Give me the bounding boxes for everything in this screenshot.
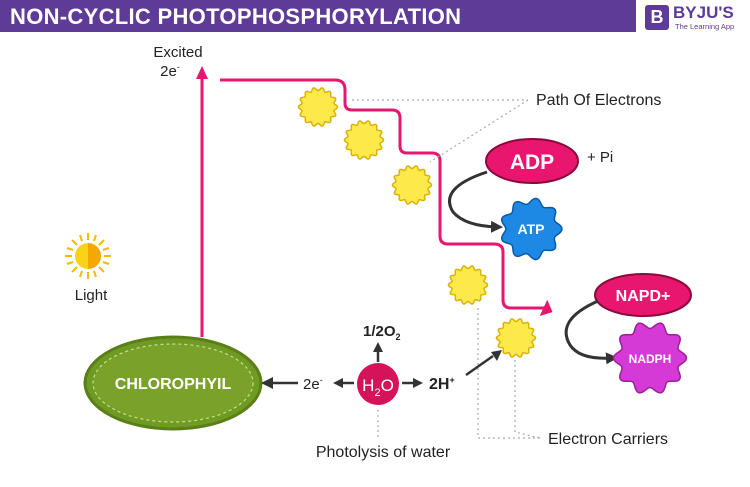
page-title: NON-CYCLIC PHOTOPHOSPHORYLATION (10, 4, 462, 29)
water-sub: 2 (374, 387, 380, 399)
light-label: Light (75, 287, 108, 304)
logo-text: BYJU'S (673, 3, 734, 22)
svg-text:2e-: 2e- (160, 62, 180, 80)
adp-to-atp-arrow (448, 170, 503, 233)
electron-carrier-icon (495, 318, 537, 358)
leader-lines (352, 99, 541, 439)
napd-label: NAPD+ (616, 288, 671, 305)
svg-text:H2O: H2O (362, 376, 394, 399)
nadph-shape (612, 322, 688, 394)
electron-carrier-icon (343, 120, 385, 160)
leader-path-diagonal (429, 99, 529, 163)
electron-carrier-icon (391, 165, 433, 205)
svg-text:2H+: 2H+ (429, 375, 455, 393)
atp-shape (500, 197, 563, 261)
leader-carrier-1 (477, 308, 540, 439)
electron-path (196, 66, 553, 337)
excited-electrons-sup: - (177, 62, 180, 72)
sun-icon (65, 233, 111, 279)
water-right-arrow (413, 378, 423, 388)
protons-label: 2H (429, 376, 449, 393)
water-left-arrow (333, 378, 343, 388)
excitation-arrowhead (196, 66, 208, 79)
left-electrons-label: 2e (303, 376, 320, 393)
chlorophyll-label: CHLOROPHYIL (115, 376, 232, 393)
protons-sup: + (449, 375, 454, 385)
left-electrons-sup: - (320, 375, 323, 385)
pi-label: + Pi (587, 149, 613, 166)
electron-carrier-icon (297, 87, 339, 127)
protons-to-carrier-arrow (491, 350, 502, 361)
adp-ellipse (485, 138, 579, 184)
atp-label: ATP (518, 221, 545, 237)
electron-path-arrowhead (539, 299, 553, 317)
electron-carrier-icon (447, 265, 489, 305)
half-o2-label: 1/2O (363, 323, 396, 340)
photolysis-label: Photolysis of water (316, 444, 451, 461)
nadph-label: NADPH (629, 352, 672, 366)
electron-carriers-label: Electron Carriers (548, 431, 668, 448)
logo-subtitle: The Learning App (675, 22, 735, 31)
half-o2-sub: 2 (396, 332, 401, 342)
title-bar (0, 0, 750, 32)
electron-transport-line (220, 78, 546, 310)
chlorophyll-ellipse (83, 335, 263, 431)
napd-to-nadph-arrow (564, 299, 618, 365)
adp-label: ADP (510, 151, 554, 174)
water-up-arrow (373, 342, 383, 352)
napd-ellipse (594, 273, 692, 317)
water-circle (357, 363, 399, 405)
excited-label: Excited (153, 44, 202, 61)
logo-badge: B (645, 5, 669, 30)
water-h: H (362, 376, 374, 395)
excited-electrons-label: 2e (160, 63, 177, 80)
water-o: O (381, 376, 394, 395)
svg-text:2e-: 2e- (303, 375, 323, 393)
path-of-electrons-label: Path Of Electrons (536, 92, 661, 109)
svg-text:1/2O2: 1/2O2 (363, 323, 401, 342)
leader-carrier-2 (514, 360, 541, 439)
